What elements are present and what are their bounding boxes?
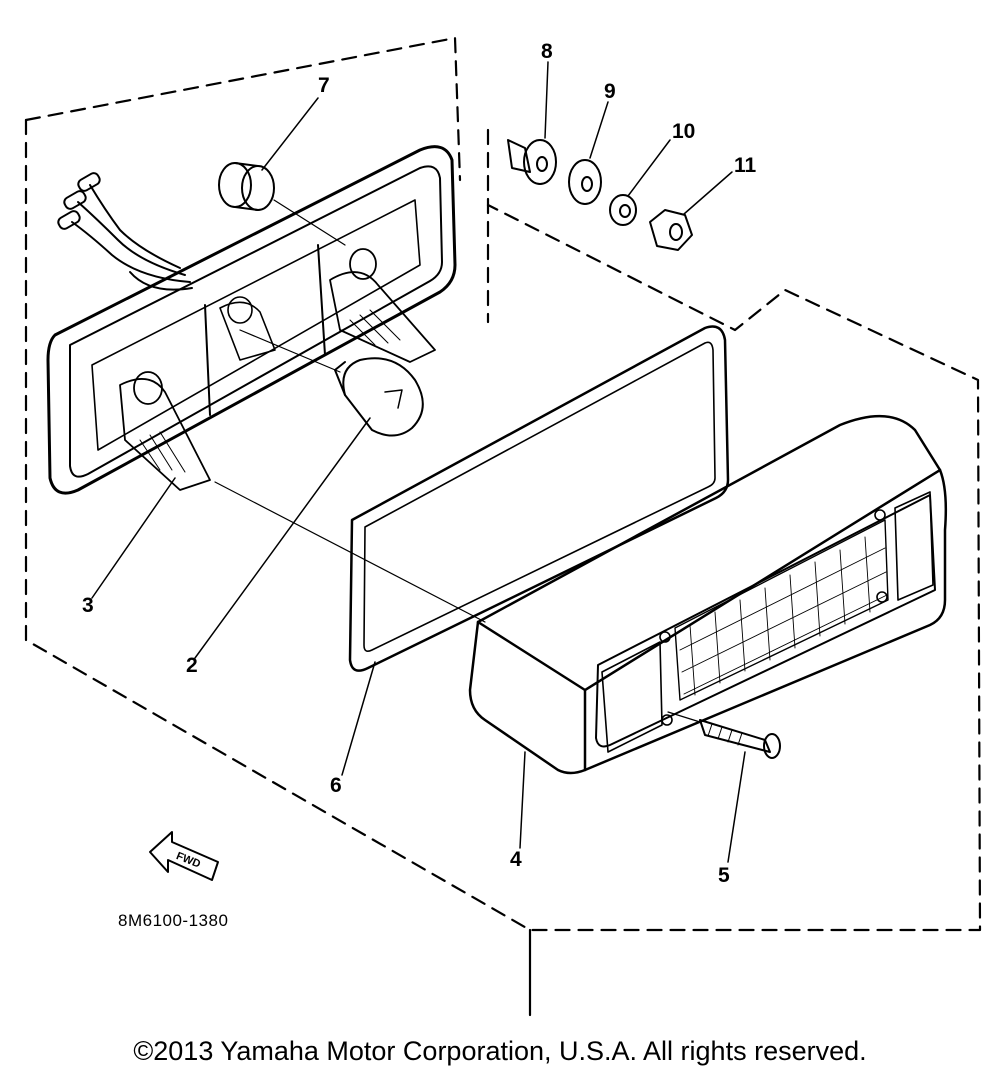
wire-harness (57, 172, 193, 291)
callout-bolt: 8 (541, 40, 553, 63)
callout-lens: 4 (510, 848, 522, 871)
copyright-notice: ©2013 Yamaha Motor Corporation, U.S.A. A… (133, 1036, 867, 1066)
assembly-boundary (24, 36, 982, 932)
bulb (239, 329, 424, 437)
hex-nut (649, 209, 693, 251)
lock-washer (609, 194, 637, 226)
callout-housing: 3 (82, 594, 94, 617)
fwd-arrow-icon (149, 831, 219, 881)
callout-screw: 5 (718, 864, 730, 887)
gasket (348, 325, 730, 672)
callout-bulb: 2 (186, 654, 198, 677)
lens (214, 414, 948, 775)
light-housing (46, 145, 457, 495)
screw (667, 711, 781, 759)
grommet (218, 162, 346, 246)
callout-nut: 11 (734, 154, 757, 177)
drawing-code: 8M6100-1380 (118, 911, 228, 930)
callout-grommet: 7 (318, 74, 330, 97)
callout-flat-washer: 9 (604, 80, 616, 103)
leader-lines (91, 61, 746, 863)
callout-lock-washer: 10 (672, 120, 695, 143)
mounting-bolt (507, 139, 557, 185)
flat-washer (568, 159, 602, 205)
callout-gasket: 6 (330, 774, 342, 797)
